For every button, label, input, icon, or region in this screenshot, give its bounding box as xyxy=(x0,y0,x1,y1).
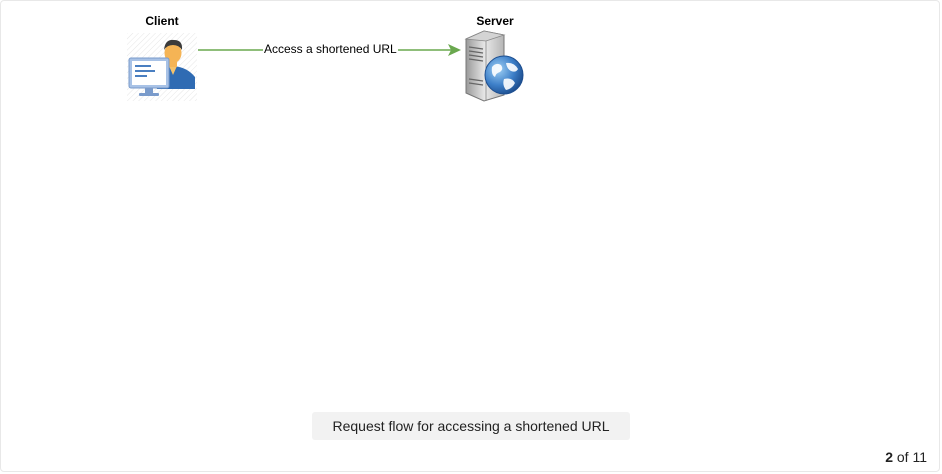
edge-label: Access a shortened URL xyxy=(263,42,398,56)
client-label: Client xyxy=(145,14,179,28)
pagination-of: of xyxy=(896,449,909,465)
user-at-computer-icon xyxy=(127,33,197,101)
slide-pagination: 2 of 11 xyxy=(885,449,927,465)
web-server-globe-icon xyxy=(460,29,526,103)
figure-caption: Request flow for accessing a shortened U… xyxy=(312,412,630,440)
total-pages: 11 xyxy=(912,449,927,465)
server-label: Server xyxy=(476,14,514,28)
current-page: 2 xyxy=(885,449,893,465)
